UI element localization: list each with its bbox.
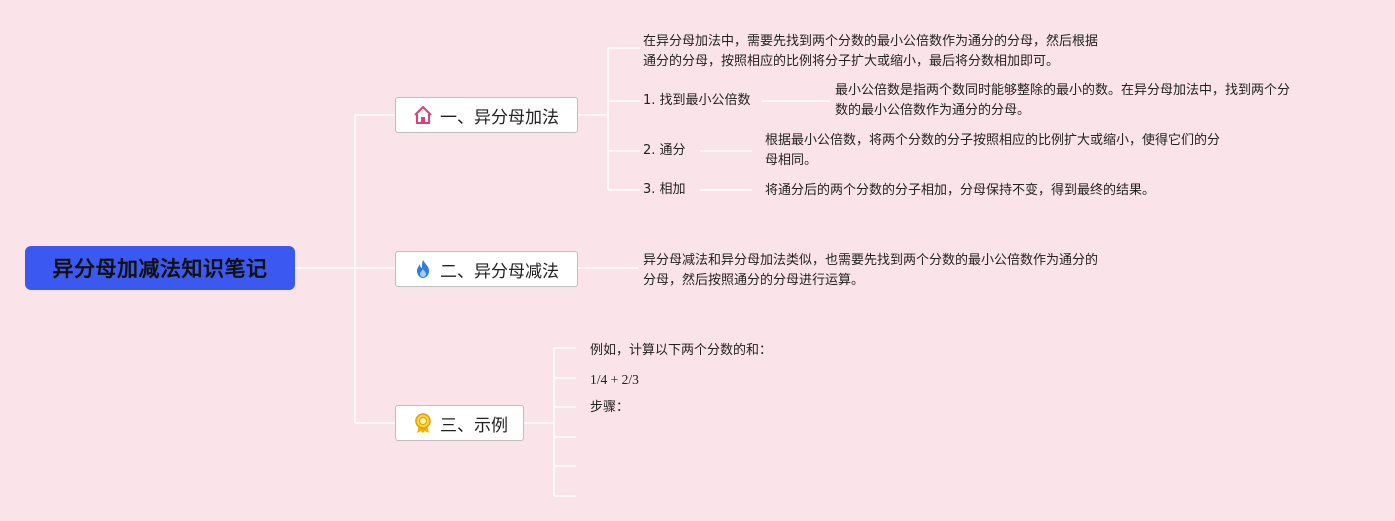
step-detail-line: 最小公倍数是指两个数同时能够整除的最小的数。在异分母加法中，找到两个分 bbox=[835, 83, 1291, 98]
branch-example[interactable]: 三、示例 bbox=[395, 405, 524, 441]
example-item: 步骤： bbox=[590, 400, 630, 415]
step-detail-line: 数的最小公倍数作为通分的分母。 bbox=[835, 103, 1031, 118]
example-item: 例如，计算以下两个分数的和： bbox=[590, 343, 773, 358]
root-title: 异分母加减法知识笔记 bbox=[52, 257, 268, 281]
addition-intro-line: 在异分母加法中，需要先找到两个分数的最小公倍数作为通分的分母，然后根据 bbox=[643, 34, 1099, 49]
branch-addition[interactable]: 一、异分母加法 bbox=[395, 97, 578, 133]
subtraction-intro-line: 分母，然后按照通分的分母进行运算。 bbox=[643, 273, 865, 288]
step-3-detail: 将通分后的两个分数的分子相加，分母保持不变，得到最终的结果。 bbox=[765, 181, 1155, 201]
branch-subtraction[interactable]: 二、异分母减法 bbox=[395, 251, 578, 287]
subtraction-intro-line: 异分母减法和异分母加法类似，也需要先找到两个分数的最小公倍数作为通分的 bbox=[643, 253, 1099, 268]
fire-icon bbox=[412, 258, 434, 280]
step-1-label: 1. 找到最小公倍数 bbox=[643, 93, 751, 108]
addition-intro: 在异分母加法中，需要先找到两个分数的最小公倍数作为通分的分母，然后根据 通分的分… bbox=[643, 32, 1098, 72]
house-icon bbox=[412, 104, 434, 126]
example-item: 1/4 + 2/3 bbox=[590, 372, 639, 387]
branch-label: 三、示例 bbox=[440, 415, 508, 436]
step-detail-line: 将通分后的两个分数的分子相加，分母保持不变，得到最终的结果。 bbox=[765, 183, 1156, 198]
step-detail-line: 母相同。 bbox=[765, 153, 818, 168]
branch-label: 一、异分母加法 bbox=[440, 107, 559, 128]
branch-label: 二、异分母减法 bbox=[440, 261, 559, 282]
step-detail-line: 根据最小公倍数，将两个分数的分子按照相应的比例扩大或缩小，使得它们的分 bbox=[765, 133, 1221, 148]
step-2-detail: 根据最小公倍数，将两个分数的分子按照相应的比例扩大或缩小，使得它们的分 母相同。 bbox=[765, 131, 1220, 171]
root-topic[interactable]: 异分母加减法知识笔记 bbox=[25, 246, 295, 290]
step-1-detail: 最小公倍数是指两个数同时能够整除的最小的数。在异分母加法中，找到两个分 数的最小… bbox=[835, 81, 1290, 121]
subtraction-intro: 异分母减法和异分母加法类似，也需要先找到两个分数的最小公倍数作为通分的 分母，然… bbox=[643, 251, 1098, 291]
step-3-label: 3. 相加 bbox=[643, 182, 686, 197]
addition-intro-line: 通分的分母，按照相应的比例将分子扩大或缩小，最后将分数相加即可。 bbox=[643, 54, 1060, 69]
award-badge-icon bbox=[412, 412, 434, 434]
step-2-label: 2. 通分 bbox=[643, 143, 686, 158]
